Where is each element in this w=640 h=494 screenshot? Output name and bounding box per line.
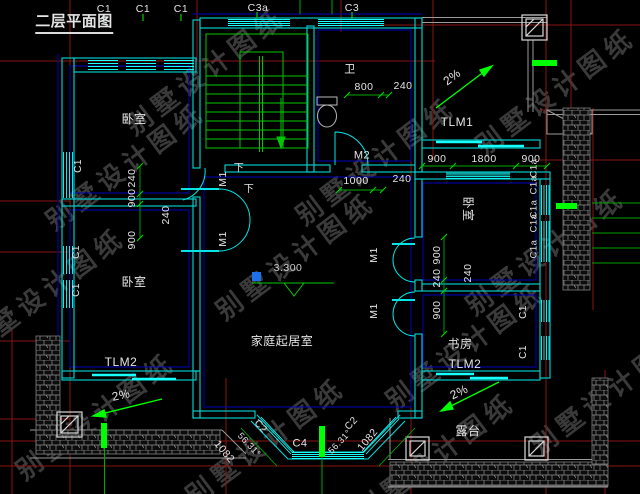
blue-reference-lines xyxy=(57,13,537,408)
grid-label-c1-1: C1 xyxy=(96,2,112,15)
sliding-doors xyxy=(92,140,524,381)
slope-label-bottomright: 2% xyxy=(447,381,471,403)
dim-240-door-right: 240 xyxy=(461,263,474,283)
grid-label-c1-2: C1 xyxy=(135,2,151,15)
dimension-lines xyxy=(103,12,551,467)
dim-900-top-1: 900 xyxy=(427,152,447,165)
door-label-m2: M2 xyxy=(353,149,371,162)
window-label-c1-right-2: C1 xyxy=(518,345,529,359)
room-label-bedroom-right: 卧室 xyxy=(461,196,475,222)
room-label-bedroom-topleft: 卧室 xyxy=(121,112,147,126)
dim-900-top-2: 900 xyxy=(521,152,541,165)
grid-label-c1-3: C1 xyxy=(173,2,189,15)
slope-label-topright: 2% xyxy=(440,65,464,89)
door-label-m1-left: M1 xyxy=(216,231,229,247)
walls xyxy=(61,17,551,460)
room-label-living: 家庭起居室 xyxy=(250,334,314,348)
column-marker xyxy=(521,14,548,41)
dim-240-bath: 240 xyxy=(393,79,413,92)
elevation-value: 3.300 xyxy=(273,261,303,274)
column-marker xyxy=(56,411,83,438)
roof-structures xyxy=(30,17,640,488)
window-label-c1a-4: C1a xyxy=(528,213,540,233)
window-label-c4: C4 xyxy=(292,437,308,450)
grid-label-c3a: C3a xyxy=(247,1,269,14)
angle-label-right: 56.31° xyxy=(326,427,354,456)
slope-label-bottomleft: 2% xyxy=(110,386,132,404)
roof-eave-lines xyxy=(592,202,640,264)
dim-240-door-left: 240 xyxy=(159,205,172,225)
dim-900-right-2: 900 xyxy=(430,300,443,320)
angle-label-left: 56.31° xyxy=(235,430,263,459)
toilet-icon xyxy=(316,96,338,128)
green-marks xyxy=(101,0,577,494)
dim-1800-top: 1800 xyxy=(471,152,497,165)
doors xyxy=(181,131,416,337)
column-marker xyxy=(524,436,549,461)
door-label-m1-right-1: M1 xyxy=(367,247,380,263)
window-label-c1-left-1: C1 xyxy=(73,159,84,173)
stone-hatch-strips xyxy=(35,107,609,487)
room-label-bath: 卫 xyxy=(344,63,356,76)
stair-down-label-2: 下 xyxy=(243,184,255,195)
door-label-m1-right-2: M1 xyxy=(367,303,380,319)
room-label-study: 书房 xyxy=(447,337,473,351)
window-label-c1-right-1: C1 xyxy=(518,305,529,319)
door-label-m1-stair: M1 xyxy=(216,171,229,187)
dim-900-left-1: 900 xyxy=(125,188,138,208)
windows xyxy=(63,19,550,459)
grid-label-c3: C3 xyxy=(344,1,360,14)
window-label-c1a-2: C1a xyxy=(528,175,540,195)
column-marker xyxy=(405,436,430,461)
door-label-tlm1: TLM1 xyxy=(440,115,474,129)
elevation-marker xyxy=(252,272,334,297)
door-label-tlm2-right: TLM2 xyxy=(448,357,482,371)
dim-240-right: 240 xyxy=(430,268,443,288)
dim-1082-left: 1082 xyxy=(211,438,237,466)
dim-240-hall: 240 xyxy=(392,172,412,185)
dim-1000: 1000 xyxy=(343,174,369,187)
dim-900-left-2: 900 xyxy=(125,230,138,250)
page-title: 二层平面图 xyxy=(35,14,113,34)
dim-1082-right: 1082 xyxy=(355,426,381,454)
window-label-c1-left-2: C1 xyxy=(71,245,82,259)
stair-down-label-1: 下 xyxy=(233,163,245,174)
dim-800: 800 xyxy=(354,80,374,93)
door-label-tlm2-left: TLM2 xyxy=(104,355,138,369)
slope-arrows xyxy=(90,64,500,418)
window-label-c1a-5: C1a xyxy=(528,239,540,259)
window-label-c1-left-3: C1 xyxy=(71,283,82,297)
dim-240-left: 240 xyxy=(125,168,138,188)
staircase xyxy=(205,33,309,152)
dim-900-right-1: 900 xyxy=(430,245,443,265)
window-label-c2-left: C2 xyxy=(251,417,270,436)
room-label-terrace: 露台 xyxy=(455,424,481,438)
columns xyxy=(56,14,549,461)
room-label-bedroom-bottomleft: 卧室 xyxy=(121,275,147,289)
